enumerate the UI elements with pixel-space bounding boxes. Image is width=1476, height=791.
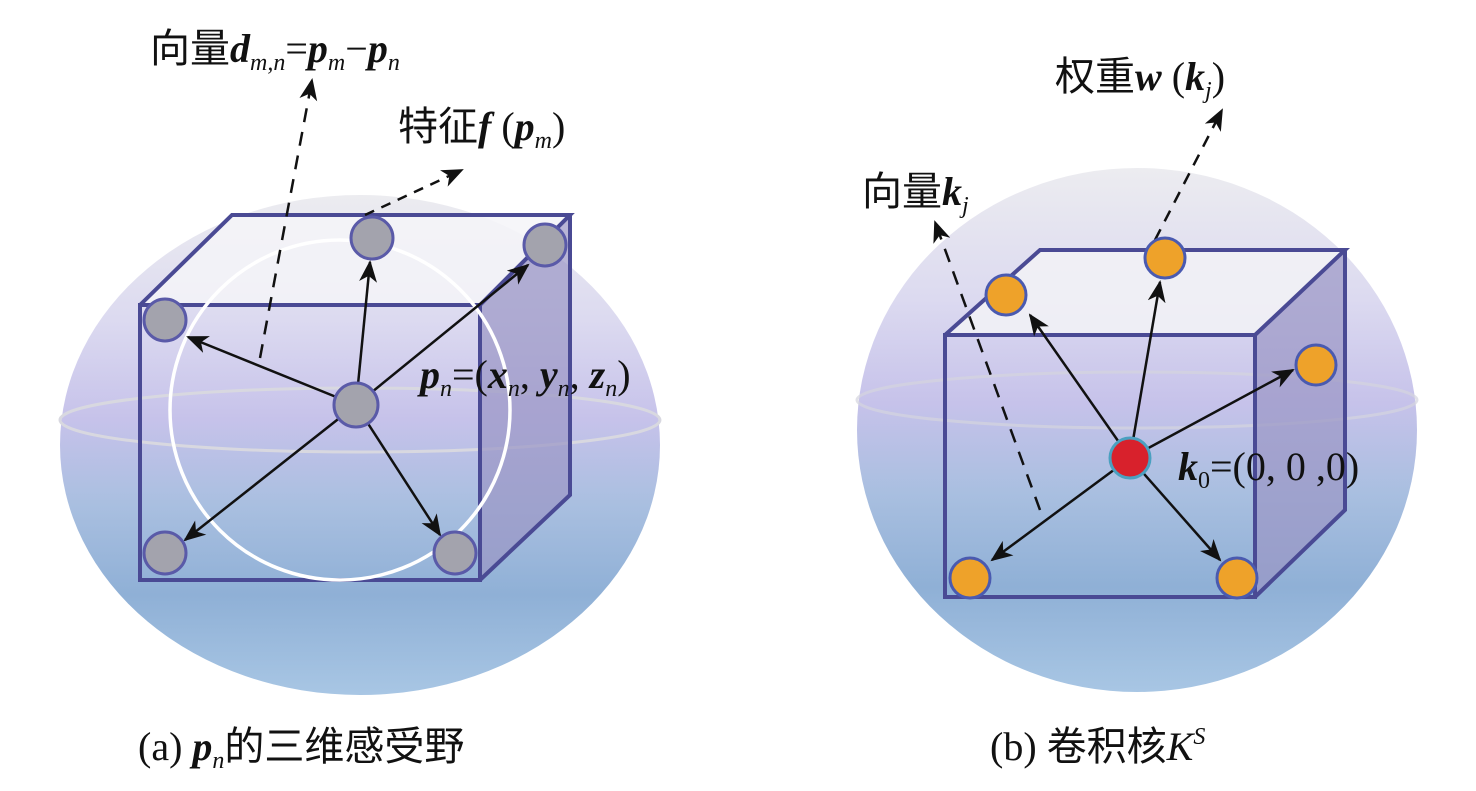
neighbor-node: [432, 530, 478, 576]
caption-a: (a) pn的三维感受野: [138, 724, 464, 774]
kernel-point: [984, 273, 1028, 317]
neighbor-node: [142, 297, 188, 343]
neighbor-node: [142, 530, 188, 576]
arrows: [183, 78, 530, 542]
kernel-point: [1215, 556, 1259, 600]
caption-b: (b) 卷积核KS: [990, 724, 1205, 769]
kernel-point: [1143, 236, 1187, 280]
kernel-center-label: k0=(0, 0 ,0): [1178, 444, 1359, 494]
receptive-circle: [168, 238, 512, 582]
point-coord-label: pn=(xn, yn, zn): [417, 352, 631, 402]
cube-side-face: [1255, 250, 1345, 597]
neighbor-node: [349, 215, 395, 261]
kernel-center-point: [1108, 436, 1152, 480]
cube-side-face: [480, 215, 570, 580]
equator-ring: [855, 370, 1419, 430]
vector-k-label: 向量kj: [862, 169, 969, 219]
kernel-point: [1294, 343, 1338, 387]
kernel-point: [948, 556, 992, 600]
panel-a: 向量dm,n=pm−pn 特征f (pm) pn=(xn, yn, zn) (a…: [58, 26, 662, 774]
neighbor-node: [522, 222, 568, 268]
feature-label: 特征f (pm): [398, 104, 565, 154]
panel-b: 权重w (kj) 向量kj k0=(0, 0 ,0) (b) 卷积核KS: [855, 54, 1419, 769]
cube-top-face: [140, 215, 570, 305]
center-node: [332, 381, 380, 429]
cube-edges: [138, 213, 575, 582]
weight-label: 权重w (kj): [1055, 54, 1225, 104]
vector-d-label: 向量dm,n=pm−pn: [150, 26, 400, 76]
arrows: [933, 108, 1295, 562]
